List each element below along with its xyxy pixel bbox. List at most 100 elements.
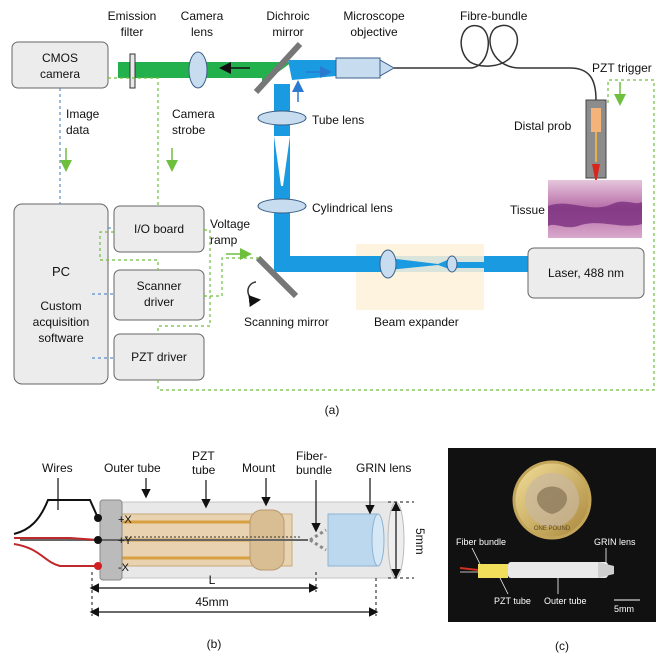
pzt-tube-label-1: PZT	[192, 449, 215, 463]
photo-pzt-pointer	[499, 577, 509, 595]
coin-text: ONE POUND	[534, 526, 571, 532]
pzt-tube-label-2: tube	[192, 463, 216, 477]
rotation-arrow	[247, 281, 261, 307]
laser-label: Laser, 488 nm	[548, 266, 624, 280]
terminal-y	[94, 536, 102, 544]
scanner-label-2: driver	[144, 295, 174, 309]
mount-label: Mount	[242, 461, 276, 475]
plus-x-label: +X	[118, 514, 132, 526]
coin-emblem	[536, 486, 568, 514]
pc-title: PC	[52, 264, 70, 279]
grin-lens	[327, 513, 379, 567]
fiber-bundle-label-2: bundle	[296, 463, 332, 477]
image-data-label-2: data	[66, 123, 90, 137]
tissue-label: Tissue	[510, 203, 545, 217]
distal-probe-beam	[592, 164, 600, 184]
scanner-driver-box	[113, 269, 205, 321]
photo-outer-tube	[508, 562, 608, 578]
pzt-trigger-label: PZT trigger	[592, 61, 652, 75]
wire-red-top	[14, 537, 99, 541]
io-pzt-line	[157, 229, 211, 334]
cmos-label-2: camera	[40, 67, 80, 81]
dichroic-label-1: Dichroic	[266, 9, 309, 23]
io-scanner-line	[99, 231, 159, 270]
pc-sub-2: acquisition	[33, 315, 90, 329]
signal-lines	[59, 77, 655, 391]
pzt-driver-box	[113, 333, 205, 381]
tissue-layer	[548, 201, 642, 228]
camera-strobe-label-1: Camera	[172, 107, 215, 121]
photo-pzt-tube-label: PZT tube	[494, 596, 531, 606]
pc-box	[13, 203, 109, 385]
expander-lens-1	[379, 249, 397, 279]
dim-45-label: 45mm	[195, 595, 228, 609]
objective-tip	[379, 59, 396, 77]
fibre-bundle-label: Fibre-bundle	[460, 9, 528, 23]
image-data-label-1: Image	[66, 107, 100, 121]
scanning-mirror-label: Scanning mirror	[244, 315, 329, 329]
pc-sub-1: Custom	[40, 299, 81, 313]
emission-filter	[129, 53, 136, 89]
photo-grin-lens-label: GRIN lens	[594, 537, 636, 547]
dim-l-label: L	[209, 573, 216, 587]
io-board-box	[113, 205, 205, 253]
pzt-driver-label: PZT driver	[131, 350, 187, 364]
cylindrical-lens-label: Cylindrical lens	[312, 201, 393, 215]
wires-label: Wires	[42, 461, 73, 475]
dichroic-label-2: mirror	[272, 25, 303, 39]
objective-label-2: objective	[350, 25, 398, 39]
emission-filter-label-2: filter	[121, 25, 144, 39]
photo-scale-label: 5mm	[614, 604, 634, 614]
panel-a-caption: (a)	[325, 403, 340, 417]
voltage-ramp-label-2: ramp	[210, 233, 238, 247]
camera-strobe-line	[108, 77, 159, 206]
camera-lens	[188, 51, 208, 89]
photo-fiber-pointer	[471, 547, 481, 565]
blue-beam-objective	[288, 60, 336, 80]
cmos-camera-box	[11, 41, 109, 89]
dim-5-label: 5mm	[413, 528, 427, 555]
panel-a: CMOS camera PC Custom acquisition softwa…	[11, 9, 655, 417]
photo-wire-red	[459, 567, 479, 571]
panel-b: Wires Outer tube PZT tube Mount Fiber- b…	[13, 449, 427, 651]
photo-fiber-bundle-label: Fiber bundle	[456, 537, 506, 547]
voltage-ramp-label-1: Voltage	[210, 217, 250, 231]
scanning-mirror	[255, 255, 299, 299]
distal-probe-inner	[591, 108, 601, 132]
fiber-bundle-label-1: Fiber-	[296, 449, 327, 463]
wire-red-bottom	[13, 543, 98, 567]
voltage-ramp-line	[204, 257, 262, 297]
minus-x-label: -X	[118, 562, 130, 574]
panel-c-caption: (c)	[555, 639, 569, 653]
expander-lens-2	[446, 255, 458, 273]
blue-beam-inside	[356, 256, 386, 272]
camera-strobe-label-2: strobe	[172, 123, 206, 137]
fibre-bundle	[394, 24, 597, 101]
beam-expander-label: Beam expander	[374, 315, 459, 329]
objective-label-1: Microscope	[343, 9, 405, 23]
blue-beam-focus	[274, 136, 290, 186]
blue-beam-laser	[456, 262, 528, 268]
terminal-x	[94, 514, 102, 522]
pc-sub-3: software	[38, 331, 84, 345]
grin-lens-label: GRIN lens	[356, 461, 411, 475]
io-board-label: I/O board	[134, 222, 184, 236]
wire-black	[13, 499, 99, 535]
terminal-minus-x	[94, 562, 102, 570]
panel-b-caption: (b)	[207, 637, 222, 651]
scanner-label-1: Scanner	[137, 279, 182, 293]
dichroic-mirror	[253, 41, 303, 95]
cylindrical-lens	[257, 198, 307, 214]
photo-pzt-tube	[478, 564, 508, 578]
tube-lens-label: Tube lens	[312, 113, 364, 127]
distal-probe-label: Distal prob	[514, 119, 572, 133]
cmos-label-1: CMOS	[42, 51, 78, 65]
emission-filter-label-1: Emission	[108, 9, 157, 23]
panel-c: ONE POUND Fiber bundle GRIN lens PZT tub…	[448, 448, 656, 653]
pzt-trigger-line	[157, 79, 655, 391]
outer-tube-label: Outer tube	[104, 461, 161, 475]
camera-lens-label-1: Camera	[181, 9, 224, 23]
beam-expander-region	[356, 244, 484, 310]
photo-grin-tip	[598, 562, 614, 578]
